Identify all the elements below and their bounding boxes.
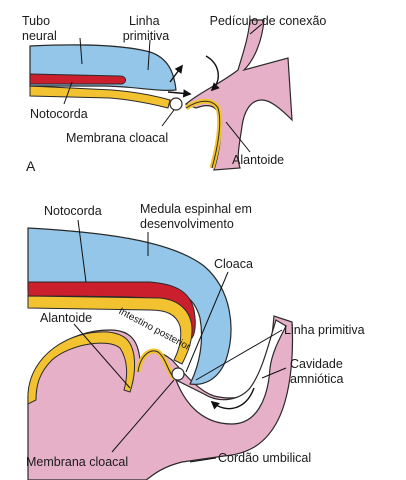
notochord-a (29, 73, 127, 85)
leader-tubo-neural (79, 37, 83, 65)
spinal-cord-b (27, 227, 232, 385)
connecting-stalk (184, 19, 293, 171)
leader-alantoide (225, 121, 251, 153)
label-notocorda-b: Notocorda (44, 204, 102, 218)
label-alantoide-b: Alantoide (40, 311, 92, 325)
panel-b: Notocorda Medula espinhal em desenvolvim… (26, 202, 365, 480)
label-notocorda-a: Notocorda (30, 107, 88, 121)
hindgut-band (27, 295, 193, 365)
cloacal-membrane-b (171, 367, 185, 381)
leader-membrana-b (111, 379, 175, 453)
label-medula: Medula espinhal em desenvolvimento (140, 202, 255, 231)
panel-a: Tubo neural Linha primitiva Pedículo de … (22, 14, 326, 174)
label-pediculo: Pedículo de conexão (210, 14, 327, 28)
amniotic-cavity (174, 319, 287, 425)
label-membrana-cloacal-b: Membrana cloacal (26, 455, 128, 469)
leader-linha-primitiva-b (195, 329, 283, 381)
endoderm-band-b (27, 331, 135, 405)
leader-cloaca (185, 271, 229, 373)
arrow-up (169, 64, 184, 83)
leader-cordao (189, 457, 217, 463)
label-cordao: Cordão umbilical (218, 451, 311, 465)
leader-pediculo (249, 23, 263, 35)
label-tubo-neural: Tubo neural (22, 14, 57, 43)
arrow-curve (205, 55, 220, 92)
leader-linha-primitiva (147, 39, 151, 71)
arrow-right (167, 89, 192, 98)
cloacal-membrane-a (169, 97, 183, 111)
label-alantoide-a: Alantoide (232, 153, 284, 167)
label-cavidade: Cavidade amniótica (290, 357, 346, 386)
label-cloaca: Cloaca (214, 257, 253, 271)
arrow-amnion (210, 387, 255, 410)
leader-membrana (161, 109, 175, 127)
leader-cavidade (261, 367, 287, 379)
leader-alantoide-b (73, 323, 131, 389)
endoderm-band-a (29, 85, 171, 109)
panel-letter-a: A (26, 158, 36, 174)
label-linha-primitiva: Linha primitiva (123, 14, 170, 43)
label-membrana-cloacal-a: Membrana cloacal (66, 131, 168, 145)
leader-notocorda (63, 81, 73, 105)
leader-notocorda-b (77, 219, 87, 283)
label-linha-primitiva-b: Linha primitiva (284, 323, 365, 337)
